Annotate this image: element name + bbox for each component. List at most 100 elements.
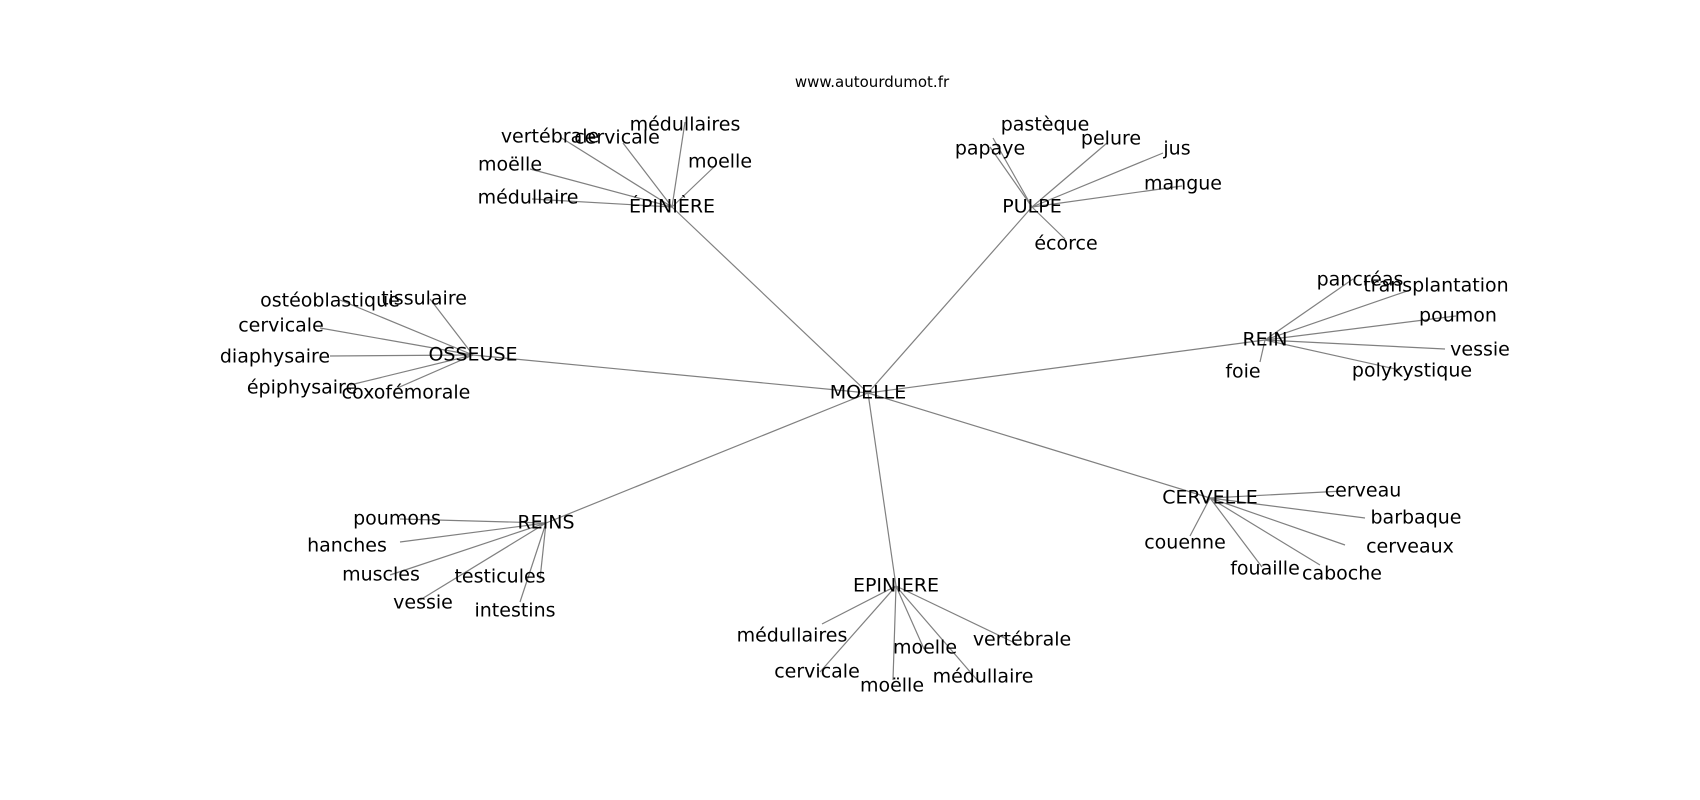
node-leaf: papaye bbox=[955, 138, 1025, 160]
edge-epiniere-medullaires bbox=[821, 585, 897, 625]
labels: www.autourdumot.fr MOELLE ÉPINIÈRE vertébr… bbox=[220, 73, 1510, 697]
node-leaf: pastèque bbox=[1001, 114, 1090, 136]
edge-epiniere-vertebrale bbox=[559, 136, 673, 208]
edge-osseuse-tissulaire bbox=[429, 298, 474, 356]
node-leaf: cerveaux bbox=[1366, 536, 1454, 558]
edge-epiniere-medullaires bbox=[671, 121, 686, 208]
edge-reins-hanches bbox=[399, 522, 547, 543]
edge-cervelle-fouaille bbox=[1209, 497, 1263, 568]
node-leaf: mangue bbox=[1144, 173, 1222, 195]
edge-rein-polykystique bbox=[1264, 339, 1401, 371]
node-leaf: foie bbox=[1225, 361, 1260, 383]
node-leaf: fouaille bbox=[1230, 558, 1300, 580]
node-leaf: pancréas bbox=[1317, 269, 1404, 291]
site-url: www.autourdumot.fr bbox=[795, 73, 950, 91]
node-hub: REIN bbox=[1242, 329, 1287, 351]
node-leaf: muscles bbox=[342, 564, 420, 586]
edge-pulpe-pasteque bbox=[992, 137, 1033, 208]
edge-rein-poumon bbox=[1264, 315, 1457, 341]
node-leaf: couenne bbox=[1144, 532, 1226, 554]
node-leaf: épiphysaire bbox=[247, 377, 357, 399]
node-hub: PULPE bbox=[1002, 196, 1061, 218]
edge-center-reins bbox=[545, 392, 869, 524]
edge-reins-intestins bbox=[519, 522, 547, 603]
edge-cervelle-barbaque bbox=[1209, 497, 1366, 519]
edge-epiniere-moelle bbox=[895, 585, 925, 650]
node-leaf: écorce bbox=[1034, 233, 1097, 255]
edge-reins-muscles bbox=[389, 522, 547, 576]
node-hub: REINS bbox=[517, 512, 574, 534]
edge-cervelle-cerveaux bbox=[1209, 497, 1346, 546]
edge-pulpe-ecorce bbox=[1031, 206, 1066, 240]
edge-center-epiniere bbox=[671, 206, 869, 394]
edge-rein-transplantation bbox=[1264, 289, 1411, 341]
edge-pulpe-papaye bbox=[989, 146, 1033, 208]
node-hub: CERVELLE bbox=[1162, 487, 1258, 509]
edge-rein-foie bbox=[1259, 339, 1266, 363]
node-leaf: moelle bbox=[688, 151, 752, 173]
edge-center-rein bbox=[867, 339, 1266, 394]
edge-osseuse-cervicale bbox=[319, 327, 474, 356]
node-leaf: poumons bbox=[353, 508, 441, 530]
node-leaf: cervicale bbox=[574, 127, 660, 149]
edge-cervelle-caboche bbox=[1209, 497, 1321, 566]
node-leaf: jus bbox=[1162, 138, 1190, 160]
edges bbox=[319, 121, 1457, 682]
node-leaf: ostéoblastique bbox=[260, 290, 400, 312]
node-leaf: médullaire bbox=[933, 666, 1034, 688]
edge-rein-vessie bbox=[1264, 339, 1446, 350]
node-leaf: cervicale bbox=[238, 315, 324, 337]
node-leaf: diaphysaire bbox=[220, 346, 330, 368]
node-leaf: poumon bbox=[1419, 305, 1497, 327]
edge-osseuse-osteoblastique bbox=[339, 299, 474, 356]
node-leaf: tissulaire bbox=[381, 288, 467, 310]
edge-epiniere-moelle bbox=[529, 168, 673, 208]
node-leaf: intestins bbox=[474, 600, 555, 622]
node-leaf: vessie bbox=[393, 592, 453, 614]
edge-epiniere-medullaire bbox=[531, 198, 673, 208]
edge-epiniere-moelle bbox=[671, 165, 716, 208]
edge-center-cervelle bbox=[867, 392, 1211, 499]
node-leaf: cerveau bbox=[1325, 480, 1402, 502]
edge-osseuse-diaphysaire bbox=[329, 354, 474, 357]
node-leaf: cervicale bbox=[774, 661, 860, 683]
node-leaf: coxofémorale bbox=[342, 382, 471, 404]
edge-reins-testicules bbox=[539, 522, 547, 580]
node-leaf: testicules bbox=[454, 566, 545, 588]
edge-epiniere-moelle bbox=[892, 585, 897, 681]
edge-reins-poumons bbox=[399, 518, 547, 524]
node-center: MOELLE bbox=[830, 382, 907, 404]
edge-osseuse-coxofemorale bbox=[394, 354, 474, 390]
node-leaf: pelure bbox=[1081, 128, 1141, 150]
node-hub: ÉPINIÈRE bbox=[629, 195, 715, 218]
node-leaf: barbaque bbox=[1370, 507, 1461, 529]
edge-epiniere-cervicale bbox=[819, 585, 897, 673]
edge-pulpe-mangue bbox=[1031, 185, 1183, 208]
node-leaf: hanches bbox=[307, 535, 387, 557]
node-leaf: médullaires bbox=[737, 625, 848, 647]
edge-epiniere-vertebrale bbox=[895, 585, 1018, 645]
edge-epiniere-cervicale bbox=[622, 142, 673, 208]
edge-rein-pancreas bbox=[1264, 278, 1354, 341]
node-leaf: vertébrale bbox=[973, 629, 1071, 651]
node-leaf: médullaire bbox=[478, 187, 579, 209]
node-leaf: polykystique bbox=[1352, 360, 1472, 382]
node-hub: EPINIERE bbox=[853, 575, 939, 597]
node-leaf: moëlle bbox=[478, 154, 542, 176]
node-leaf: transplantation bbox=[1363, 275, 1508, 297]
node-leaf: médullaires bbox=[630, 114, 741, 136]
node-leaf: moëlle bbox=[860, 675, 924, 697]
edge-reins-vessie bbox=[419, 522, 547, 601]
edge-center-osseuse bbox=[472, 354, 869, 394]
edge-osseuse-epiphysaire bbox=[349, 354, 474, 386]
node-leaf: caboche bbox=[1302, 563, 1382, 585]
edge-center-epiniere bbox=[867, 392, 897, 587]
node-hub: OSSEUSE bbox=[428, 344, 517, 366]
edge-pulpe-pelure bbox=[1031, 142, 1108, 208]
edge-center-pulpe bbox=[867, 206, 1033, 394]
node-leaf: vertébrale bbox=[501, 126, 599, 148]
edge-cervelle-cerveau bbox=[1209, 490, 1344, 499]
edge-pulpe-jus bbox=[1031, 152, 1164, 208]
node-leaf: vessie bbox=[1450, 339, 1510, 361]
